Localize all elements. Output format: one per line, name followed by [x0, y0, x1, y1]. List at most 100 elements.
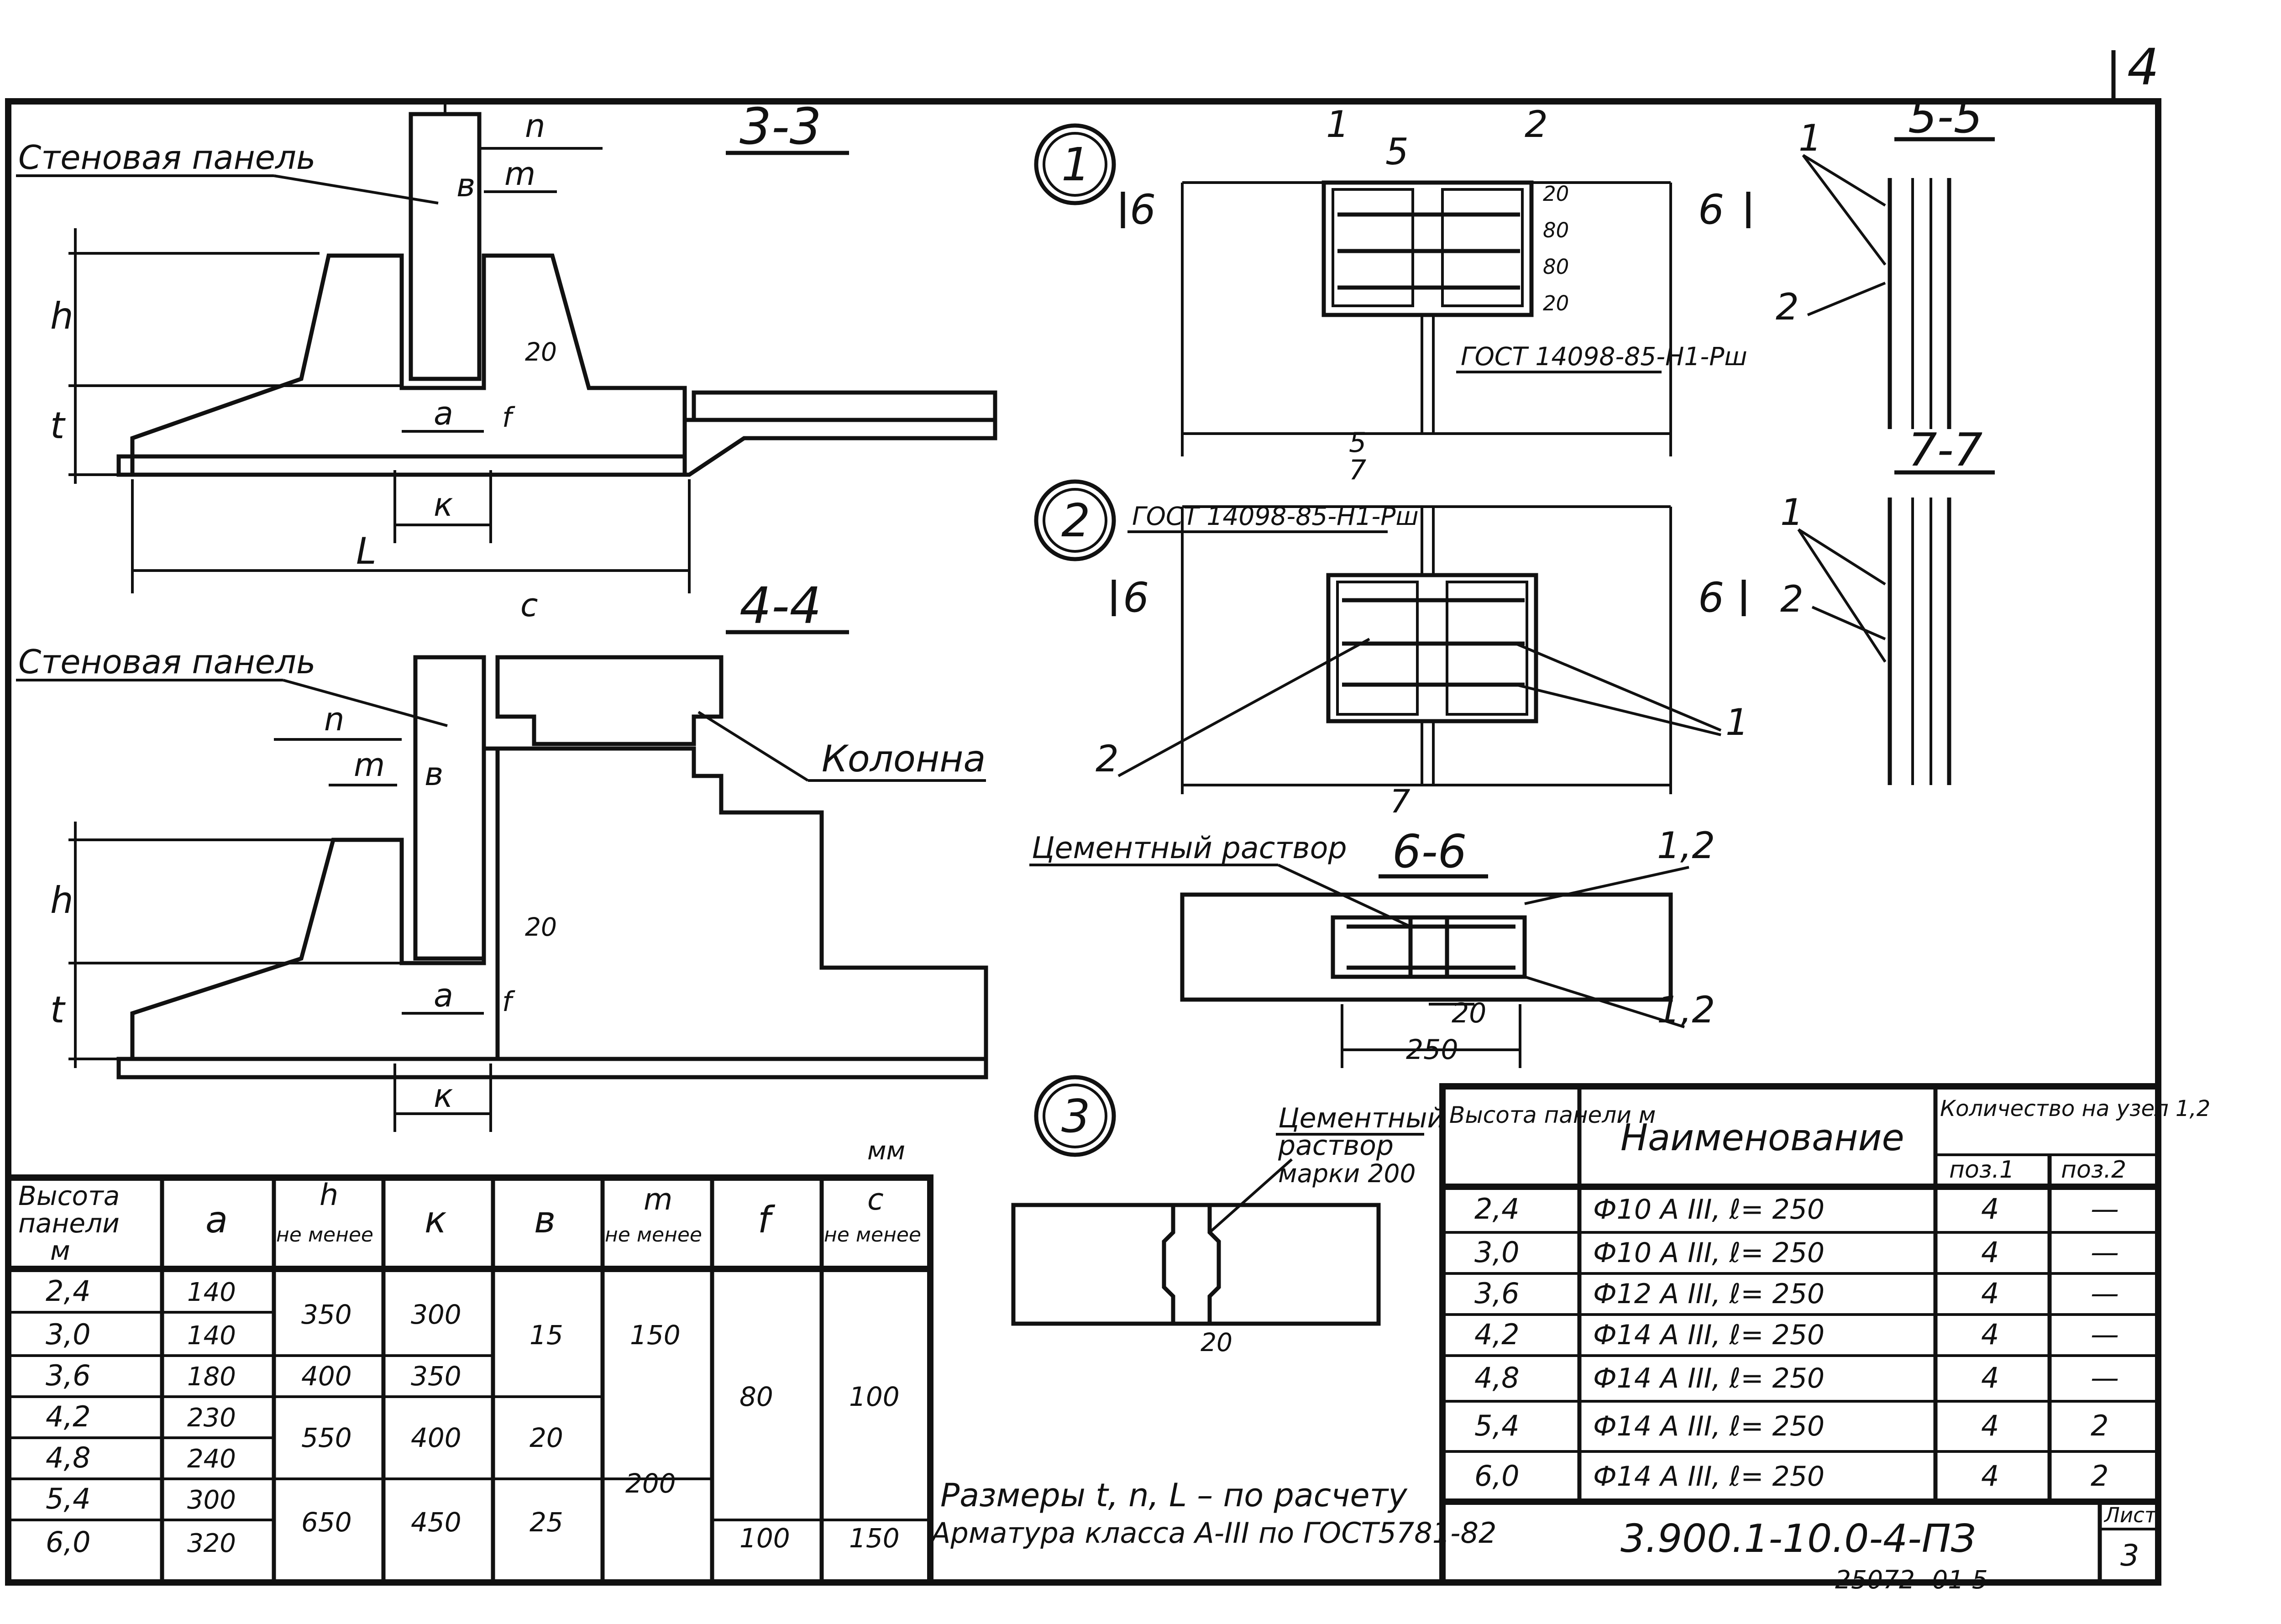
- section-6-6-dim-250: 250: [1406, 1034, 1458, 1066]
- dim-k-3-3: к: [434, 486, 453, 524]
- svg-text:Ф12 А III, ℓ= 250: Ф12 А III, ℓ= 250: [1593, 1278, 1825, 1310]
- section-7-7-pos2: 2: [1780, 578, 1804, 620]
- svg-text:3,6: 3,6: [46, 1359, 91, 1392]
- node-2-number: 2: [1061, 494, 1091, 547]
- table-right-row: 3,0 Ф10 А III, ℓ= 250 4 —: [1474, 1236, 2119, 1269]
- node-1-cut5b: 5: [1349, 427, 1366, 459]
- node-2-pos1: 1: [1725, 701, 1749, 744]
- table-right-row: 4,2 Ф14 А III, ℓ= 250 4 —: [1474, 1318, 2119, 1351]
- section-5-5-title: 5-5: [1908, 90, 1982, 143]
- table-right-h-qty: Количество на узел 1,2: [1940, 1096, 2210, 1121]
- dim-a-3-3: a: [434, 395, 453, 432]
- svg-text:не менее: не менее: [276, 1223, 373, 1247]
- svg-text:—: —: [2091, 1361, 2119, 1394]
- table-right-row: 2,4 Ф10 А III, ℓ= 250 4 —: [1474, 1192, 2119, 1226]
- dim-b-4-4: в: [425, 755, 443, 793]
- table-right-row: 6,0 Ф14 А III, ℓ= 250 4 2: [1474, 1459, 2108, 1493]
- sheet-label: Лист: [2103, 1503, 2157, 1527]
- svg-text:—: —: [2091, 1277, 2119, 1310]
- svg-text:25: 25: [530, 1507, 563, 1538]
- table-left-m: 150 200: [625, 1320, 681, 1499]
- column-label: Колонна: [822, 738, 986, 780]
- svg-text:3,6: 3,6: [1474, 1277, 1520, 1310]
- document-code: 3.900.1-10.0-4-ПЗ: [1620, 1516, 1976, 1561]
- svg-text:180: 180: [187, 1362, 236, 1392]
- section-6-6-mortar: Цементный раствор: [1032, 831, 1347, 865]
- table-left-heights: 2,4 3,0 3,6 4,2 4,8 5,4 6,0: [46, 1274, 91, 1559]
- svg-text:350: 350: [411, 1361, 461, 1392]
- table-left: Высота панели м а h не менее к в m не ме…: [5, 1174, 933, 1586]
- table-right-h-pos2: поз.2: [2061, 1156, 2126, 1184]
- table-right-row: 5,4 Ф14 А III, ℓ= 250 4 2: [1474, 1409, 2108, 1442]
- svg-text:80: 80: [739, 1381, 773, 1412]
- svg-text:100: 100: [849, 1381, 900, 1412]
- svg-text:230: 230: [187, 1403, 236, 1433]
- table-right-h-pos1: поз.1: [1949, 1156, 2014, 1184]
- svg-text:—: —: [2091, 1236, 2119, 1269]
- svg-text:2,4: 2,4: [46, 1274, 91, 1308]
- table-left-f: 80 100: [739, 1381, 790, 1554]
- svg-text:2: 2: [2091, 1459, 2108, 1493]
- node-1-cut5: 5: [1385, 131, 1409, 173]
- sheet-number: 4: [2127, 38, 2159, 96]
- svg-text:Высота: Высота: [18, 1180, 120, 1211]
- svg-text:Ф10 А III, ℓ= 250: Ф10 А III, ℓ= 250: [1593, 1194, 1825, 1226]
- svg-text:240: 240: [187, 1444, 236, 1474]
- node-1-spacing-4: 20: [1543, 291, 1569, 315]
- svg-text:не менее: не менее: [605, 1223, 702, 1247]
- svg-text:6,0: 6,0: [46, 1525, 91, 1559]
- dim-b-3-3: в: [456, 167, 475, 204]
- svg-text:320: 320: [187, 1529, 236, 1558]
- dim-f-3-3: f: [502, 402, 515, 434]
- node-2-cut6-left: 6: [1123, 574, 1149, 622]
- node-1-cut6-right: 6: [1698, 186, 1724, 234]
- table-left-row-lines: [8, 1311, 930, 1521]
- node-1-cut7: 7: [1349, 454, 1366, 486]
- node-1-gost: ГОСТ 14098-85-Н1-Рш: [1461, 342, 1747, 371]
- notes: Размеры t, n, L – по расчету Арматура кл…: [867, 1136, 1988, 1594]
- svg-text:к: к: [425, 1199, 446, 1241]
- table-left-h: 350 400 550 650: [301, 1299, 352, 1538]
- table-left-c: 100 150: [849, 1381, 900, 1554]
- svg-text:—: —: [2091, 1192, 2119, 1226]
- dim-a-4-4: a: [434, 977, 453, 1014]
- node-1-spacing-1: 20: [1543, 182, 1569, 206]
- svg-text:150: 150: [630, 1320, 681, 1351]
- svg-text:20: 20: [530, 1422, 563, 1453]
- table-right-row: 4,8 Ф14 А III, ℓ= 250 4 —: [1474, 1361, 2119, 1394]
- dim-n-3-3: n: [525, 107, 545, 145]
- svg-text:Ф10 А III, ℓ= 250: Ф10 А III, ℓ= 250: [1593, 1237, 1825, 1269]
- wall-panel-label-3-3: Стеновая панель: [18, 138, 315, 177]
- svg-text:4: 4: [1981, 1409, 1999, 1442]
- svg-text:200: 200: [625, 1468, 676, 1499]
- table-left-k: 300 350 400 450: [411, 1299, 461, 1538]
- section-4-4: 4-4 c Стеновая панель Колонна n m в h t …: [16, 576, 988, 1132]
- svg-text:а: а: [205, 1199, 228, 1241]
- dim-20-4-4: 20: [525, 912, 557, 942]
- svg-text:панели: панели: [18, 1208, 120, 1239]
- section-6-6: Цементный раствор 6-6 1,2 1,2 20 250: [1029, 824, 1715, 1068]
- node-3-number: 3: [1061, 1090, 1091, 1143]
- svg-text:Ф14 А III, ℓ= 250: Ф14 А III, ℓ= 250: [1593, 1410, 1825, 1442]
- svg-text:3,0: 3,0: [46, 1318, 91, 1351]
- table-left-headers: Высота панели м а h не менее к в m не ме…: [18, 1178, 921, 1266]
- dim-n-4-4: n: [324, 701, 344, 738]
- node-2-cut7: 7: [1390, 783, 1411, 820]
- svg-text:400: 400: [411, 1422, 461, 1453]
- svg-text:300: 300: [187, 1485, 236, 1515]
- section-5-5: 5-5 1 2: [1776, 90, 1995, 429]
- svg-text:3,0: 3,0: [1474, 1236, 1520, 1269]
- node-1-number: 1: [1061, 138, 1091, 191]
- section-5-5-pos2: 2: [1776, 286, 1799, 328]
- svg-text:4,8: 4,8: [46, 1441, 91, 1474]
- svg-text:6,0: 6,0: [1474, 1459, 1520, 1493]
- node-1-spacing-2: 80: [1543, 218, 1569, 242]
- wall-panel-label-4-4: Стеновая панель: [18, 643, 315, 681]
- table-right-h-name: Наименование: [1620, 1116, 1904, 1159]
- dim-k-4-4: к: [434, 1077, 453, 1115]
- table-left-a: 140 140 180 230 240 300 320: [187, 1278, 236, 1558]
- svg-text:Ф14 А III, ℓ= 250: Ф14 А III, ℓ= 250: [1593, 1362, 1825, 1394]
- node-2: 2 ГОСТ 14098-85-Н1-Рш 6 6 2 1 7: [1034, 479, 1749, 820]
- svg-text:4: 4: [1981, 1361, 1999, 1394]
- dim-m-4-4: m: [354, 746, 385, 784]
